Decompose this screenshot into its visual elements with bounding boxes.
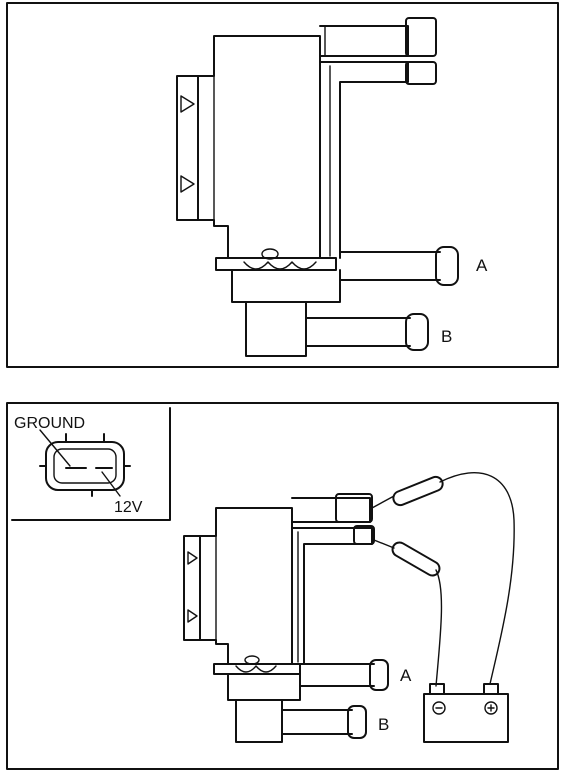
bottom-port-a-label: A <box>400 666 412 685</box>
top-mount-bracket <box>176 75 199 221</box>
bottom-solenoid-valve <box>183 493 389 743</box>
voltage-leader-line <box>101 471 121 497</box>
battery-positive-terminal-icon <box>484 701 498 715</box>
top-bracket-tabs <box>180 95 195 193</box>
battery-case <box>423 693 509 743</box>
connector-ground-label: GROUND <box>14 415 85 432</box>
battery-negative-terminal-icon <box>432 701 446 715</box>
top-connector-plug-2 <box>405 61 437 85</box>
top-port-b-housing <box>245 301 307 357</box>
positive-probe-clip <box>392 475 444 507</box>
top-port-b-nipple <box>405 313 429 351</box>
top-port-a-nipple <box>435 246 459 286</box>
negative-wire <box>435 569 443 687</box>
battery-positive-plus-icon <box>487 704 495 712</box>
connector-top-tabs <box>65 433 105 443</box>
bottom-mount-bracket <box>183 535 201 641</box>
bottom-port-a-tube <box>299 663 375 687</box>
bottom-connector-housing <box>291 497 371 523</box>
bottom-spring-coils <box>235 665 277 673</box>
negative-lead-stub <box>373 539 395 549</box>
top-connector-housing <box>319 25 409 57</box>
connector-inset: GROUND 12V <box>11 407 171 521</box>
bottom-port-b-tube <box>281 709 353 735</box>
top-connector-plug-1 <box>405 17 437 57</box>
positive-wire <box>439 472 515 685</box>
top-base-flange <box>215 257 337 271</box>
ground-leader-line <box>39 429 71 467</box>
top-port-a-tube <box>339 251 441 281</box>
top-port-b-tube <box>305 317 411 347</box>
top-spring-coils <box>243 261 317 270</box>
bottom-port-a-nipple <box>369 659 389 691</box>
bottom-panel: GROUND 12V <box>6 402 559 770</box>
top-side-tube <box>319 61 409 259</box>
negative-probe-clip <box>391 541 441 577</box>
connector-inner <box>53 448 117 484</box>
bottom-valve-body <box>199 507 293 665</box>
bottom-base-flange <box>213 663 301 675</box>
bottom-connector-plug-2 <box>353 525 375 545</box>
bottom-bracket-tabs <box>187 551 198 623</box>
positive-lead-stub <box>371 495 395 509</box>
top-bolt-head <box>261 248 279 260</box>
top-lower-body <box>231 269 341 303</box>
bottom-port-b-label: B <box>378 715 389 734</box>
battery: ⊖ ⊕ <box>423 683 509 743</box>
bottom-port-b-nipple <box>347 705 367 739</box>
top-panel-frame <box>6 2 559 368</box>
top-port-b-label: B <box>441 327 452 346</box>
bottom-bolt-head <box>244 655 260 665</box>
top-port-a-label: A <box>476 256 488 275</box>
bottom-lower-body <box>227 673 301 701</box>
top-solenoid-valve <box>176 17 459 357</box>
battery-jumper-wires <box>371 472 515 687</box>
bottom-side-tube <box>291 527 373 665</box>
battery-positive-post <box>483 683 499 695</box>
battery-negative-post <box>429 683 445 695</box>
bottom-panel-frame <box>6 402 559 770</box>
top-panel: A B <box>6 2 559 368</box>
connector-voltage-label: 12V <box>114 499 143 516</box>
bottom-port-b-housing <box>235 699 283 743</box>
connector-side-tabs <box>39 465 131 497</box>
connector-inset-frame <box>11 407 171 521</box>
top-valve-body <box>197 35 321 259</box>
top-tube-detail <box>324 25 331 257</box>
